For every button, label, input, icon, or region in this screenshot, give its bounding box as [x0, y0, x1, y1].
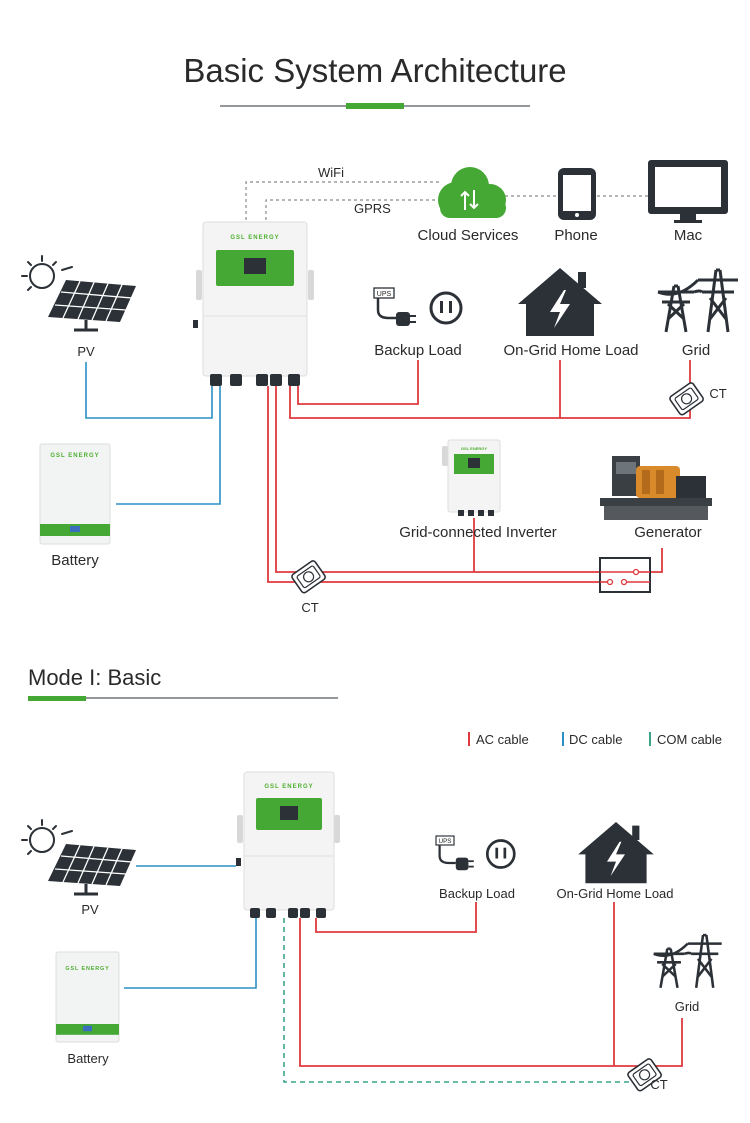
generator-icon: [600, 456, 712, 520]
dc-cables-top: [85, 362, 221, 505]
gprs-label: GPRS: [354, 201, 391, 216]
cloud-services-label: Cloud Services: [418, 227, 519, 244]
ac-cables-top: [267, 360, 691, 583]
backup-load-icon: UPS: [372, 286, 463, 328]
battery-label: Battery: [51, 552, 99, 569]
mode-battery-brand: GSL ENERGY: [65, 966, 109, 972]
mode-battery-label: Battery: [67, 1051, 109, 1066]
phone-icon: [558, 168, 596, 220]
grid-tower-icon: [652, 933, 723, 990]
battery-brand: GSL ENERGY: [50, 453, 99, 459]
hybrid-inverter: GSL ENERGY: [236, 771, 340, 918]
dc-cables-mode: [124, 865, 257, 989]
battery-icon: GSL ENERGY: [55, 951, 120, 1043]
home-load-label: On-Grid Home Load: [503, 342, 638, 359]
grid-tower-icon: [656, 268, 740, 334]
inverter-brand: GSL ENERGY: [230, 235, 279, 241]
mode-ups-tag: UPS: [439, 838, 452, 845]
ct-top-label: CT: [709, 386, 726, 401]
grid-inverter-brand: GSL ENERGY: [461, 446, 487, 451]
cloud-icon: [438, 167, 506, 218]
mode-home-load-label: On-Grid Home Load: [556, 886, 673, 901]
legend-ac-label: AC cable: [476, 732, 529, 747]
backup-load-label: Backup Load: [374, 342, 462, 359]
hybrid-inverter: GSL ENERGY: [193, 221, 314, 386]
transfer-switch: [599, 557, 651, 593]
monitor-icon: [648, 160, 728, 223]
title-accent-bar: [346, 103, 404, 109]
mode-ct-label: CT: [650, 1077, 667, 1092]
mode-title: Mode I: Basic: [28, 665, 161, 690]
pv-panel-icon: [20, 254, 138, 332]
legend-dc-label: DC cable: [569, 732, 622, 747]
ct-bottom-label: CT: [301, 600, 318, 615]
cable-legend: AC cable DC cable COM cable: [468, 732, 722, 747]
page-title: Basic System Architecture: [183, 52, 566, 89]
grid-inverter-label: Grid-connected Inverter: [399, 524, 557, 541]
house-icon: [518, 268, 602, 336]
ac-cables-mode: [299, 902, 683, 1067]
legend-com-label: COM cable: [657, 732, 722, 747]
mode-inverter-brand: GSL ENERGY: [264, 784, 313, 790]
mode-accent-bar: [28, 696, 86, 701]
wifi-label: WiFi: [318, 165, 344, 180]
com-cable-mode: [283, 918, 640, 1083]
house-icon: [578, 822, 654, 884]
battery-icon: GSL ENERGY: [39, 443, 111, 545]
generator-label: Generator: [634, 524, 702, 541]
backup-load-icon: UPS: [434, 834, 516, 872]
pv-panel-icon: [20, 818, 138, 896]
ct-sensor-icon: [667, 380, 706, 417]
ct-sensor-icon: [289, 558, 328, 595]
phone-label: Phone: [554, 227, 597, 244]
mode-grid-label: Grid: [675, 999, 700, 1014]
mode-pv-label: PV: [81, 902, 99, 917]
grid-inverter: GSL ENERGY: [442, 439, 501, 516]
com-links: [245, 181, 648, 220]
mode-backup-load-label: Backup Load: [439, 886, 515, 901]
pv-label: PV: [77, 344, 95, 359]
ups-tag: UPS: [377, 291, 392, 298]
grid-label: Grid: [682, 342, 710, 359]
mac-label: Mac: [674, 227, 703, 244]
